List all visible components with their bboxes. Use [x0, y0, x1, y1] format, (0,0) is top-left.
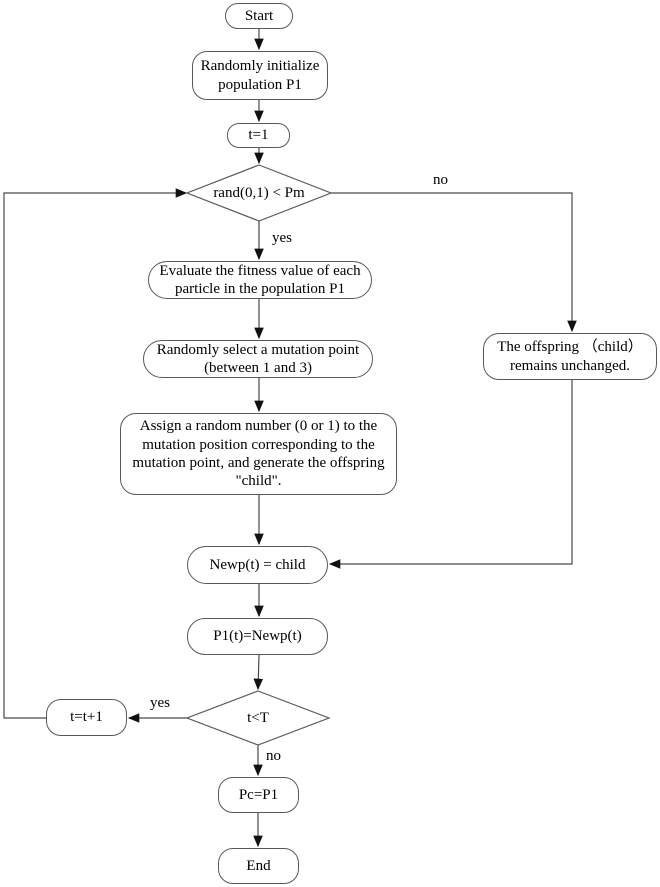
- edge-p1t-decisionloop: [253, 654, 264, 691]
- edge-increment-loopback: [3, 188, 188, 719]
- decision-mutation-label: rand(0,1) < Pm: [213, 185, 305, 201]
- node-evaluate-fitness: Evaluate the fitness value of each parti…: [148, 261, 372, 299]
- edge-label-mutation-no: no: [433, 172, 448, 188]
- edge-label-mutation-yes: yes: [272, 230, 292, 246]
- node-start: Start: [225, 3, 293, 29]
- decision-loop-shape: [185, 690, 331, 746]
- edge-label-loop-yes: yes: [150, 695, 170, 711]
- node-t-equals-1: t=1: [227, 123, 290, 148]
- edge-decision-no-offspring: [331, 192, 577, 333]
- node-select-mutation-point: Randomly select a mutation point (betwee…: [143, 340, 373, 378]
- node-p1t-newp: P1(t)=Newp(t): [187, 618, 328, 655]
- node-increment-t: t=t+1: [46, 699, 127, 736]
- decision-mutation-shape: [185, 164, 333, 222]
- edge-label-loop-no: no: [266, 748, 281, 764]
- node-end: End: [218, 848, 299, 884]
- node-newp-child: Newp(t) = child: [187, 546, 328, 584]
- node-assign-random-number: Assign a random number (0 or 1) to the m…: [120, 413, 397, 495]
- node-offspring-unchanged: The offspring （child） remains unchanged.: [483, 333, 657, 380]
- node-pc-p1: Pc=P1: [218, 777, 299, 813]
- node-init-population: Randomly initialize population P1: [192, 51, 328, 100]
- edge-offspring-newp: [328, 380, 573, 569]
- decision-loop-label: t<T: [247, 710, 269, 726]
